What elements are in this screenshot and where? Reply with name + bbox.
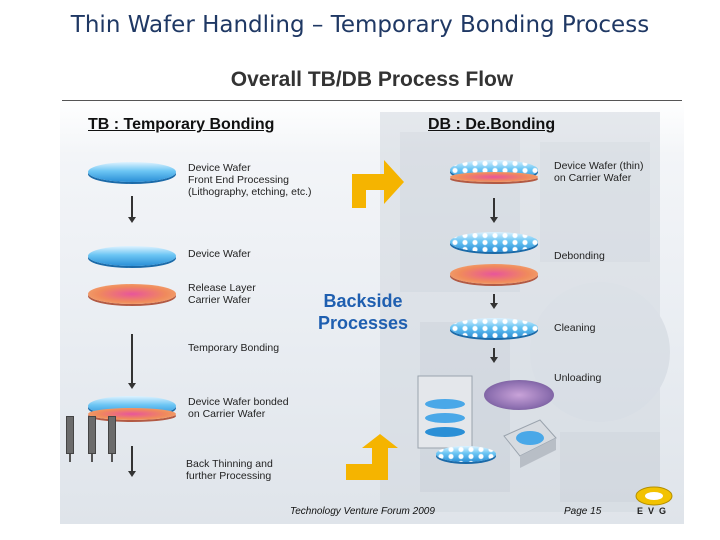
arrow-down [128, 334, 136, 389]
chip-icon [108, 416, 116, 454]
carrier-wafer-1 [88, 284, 176, 304]
film-frame-carrier-icon [503, 419, 557, 468]
arrow-down [128, 446, 136, 477]
carrier-wafer-bonded [88, 408, 176, 420]
tb-step-1-label: Device Wafer Front End Processing (Litho… [188, 162, 312, 198]
tb-step-6-label: Back Thinning and further Processing [186, 458, 273, 482]
unloading-film-frame [484, 380, 554, 410]
evg-logo [635, 486, 673, 506]
thin-device-wafer-clean [450, 318, 538, 338]
chip-leg [91, 454, 93, 462]
tb-step-2-label: Device Wafer [188, 248, 251, 260]
diagram-title: Overall TB/DB Process Flow [230, 68, 514, 91]
backside-processes-label: Backside Processes [318, 291, 409, 333]
db-heading: DB : De.Bonding [428, 116, 556, 133]
thin-device-wafer-debonded [450, 232, 538, 252]
db-step-4-label: Unloading [554, 372, 602, 384]
flow-arrow-return-icon [346, 434, 398, 480]
db-step-2-label: Debonding [554, 250, 605, 262]
tb-step-5-label: Device Wafer bonded on Carrier Wafer [188, 396, 289, 420]
arrow-down [128, 196, 136, 223]
wafer-cassette-icon [417, 375, 473, 449]
device-wafer-2 [88, 246, 176, 266]
tb-step-3-label: Release Layer Carrier Wafer [188, 282, 256, 306]
chip-leg [69, 454, 71, 462]
process-flow-diagram: Overall TB/DB Process Flow TB : Temporar… [60, 62, 684, 524]
flow-arrow-up-right-icon [352, 160, 404, 208]
db-step-3-label: Cleaning [554, 322, 596, 334]
tb-step-4-label: Temporary Bonding [188, 342, 280, 354]
output-wafer [436, 446, 496, 462]
footer-forum-text: Technology Venture Forum 2009 [290, 506, 435, 517]
title-divider [62, 100, 682, 101]
carrier-wafer-2 [450, 172, 538, 182]
arrow-down [490, 198, 498, 223]
chip-leg [111, 454, 113, 462]
footer-page-number: Page 15 [564, 506, 602, 517]
arrow-down [490, 348, 498, 363]
device-wafer-1 [88, 162, 176, 182]
arrow-down [490, 294, 498, 309]
tb-heading: TB : Temporary Bonding [88, 116, 275, 133]
carrier-wafer-3 [450, 264, 538, 284]
chip-icon [66, 416, 74, 454]
evg-logo-text: EVG [636, 506, 671, 516]
chip-icon [88, 416, 96, 454]
db-step-1-label: Device Wafer (thin) on Carrier Wafer [554, 160, 644, 184]
slide-title: Thin Wafer Handling – Temporary Bonding … [70, 12, 650, 38]
